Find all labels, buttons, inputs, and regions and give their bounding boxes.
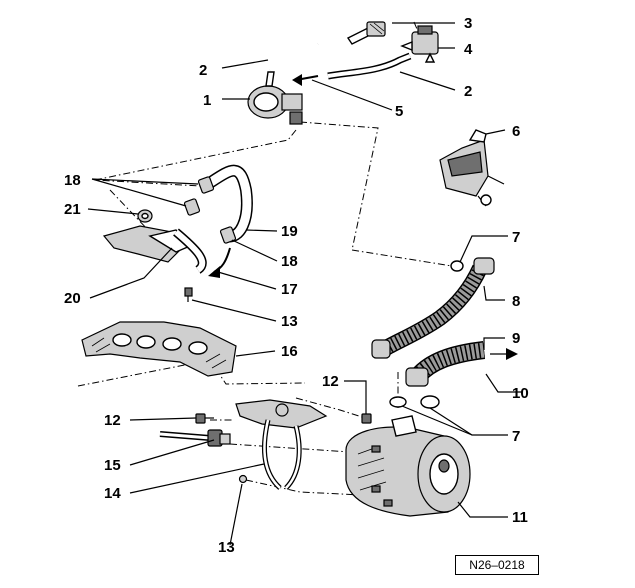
arrow-part-17 (208, 247, 231, 278)
reservoir-part-6 (439, 129, 505, 207)
callout-20: 20 (64, 290, 81, 307)
bolt-part-12-left (195, 413, 214, 424)
callout-1: 1 (203, 92, 211, 109)
callout-2-upper: 2 (199, 62, 207, 79)
callout-8: 8 (512, 293, 520, 310)
callout-13-lower: 13 (218, 539, 235, 556)
pressure-hose-part-8 (371, 257, 495, 359)
callout-19: 19 (281, 223, 298, 240)
callout-10: 10 (512, 385, 529, 402)
solenoid-valve-part-4 (400, 25, 439, 63)
callout-9: 9 (512, 330, 520, 347)
callout-18-upper: 18 (64, 172, 81, 189)
vacuum-valve-part-3 (346, 21, 386, 45)
callout-15: 15 (104, 457, 121, 474)
callout-7-lower: 7 (512, 428, 520, 445)
leader-lines (87, 22, 508, 546)
callout-13-upper: 13 (281, 313, 298, 330)
reference-code-label: N26–0218 (455, 555, 539, 575)
callout-16: 16 (281, 343, 298, 360)
reference-code-text: N26–0218 (469, 558, 525, 572)
callout-4: 4 (464, 41, 473, 58)
callout-5: 5 (395, 103, 403, 120)
bolt-part-12-right (361, 404, 372, 424)
callout-18-lower: 18 (281, 253, 298, 270)
union-nuts-part-18 (183, 176, 237, 244)
callout-14: 14 (104, 485, 121, 502)
callout-3: 3 (464, 15, 472, 32)
callout-2-lower: 2 (464, 83, 472, 100)
air-pump-part-11 (345, 415, 471, 517)
intake-hose-part-9 (405, 341, 486, 387)
callout-21: 21 (64, 201, 81, 218)
connector-part-15 (159, 429, 231, 447)
bolt-part-13-upper (184, 287, 193, 302)
callout-6: 6 (512, 123, 520, 140)
gasket-part-21 (137, 209, 153, 223)
callout-17: 17 (281, 281, 298, 298)
bracket-part-14 (235, 399, 328, 490)
callout-11: 11 (512, 509, 528, 526)
callout-7-upper: 7 (512, 229, 520, 246)
vacuum-hose-part-2 (268, 42, 412, 86)
callout-12-right: 12 (322, 373, 339, 390)
combination-valve-part-1 (247, 71, 303, 125)
exhaust-manifold-part-16 (81, 321, 237, 377)
bracket-part-20 (102, 225, 207, 274)
callout-numbers: 2 1 3 4 2 5 6 18 21 19 7 18 17 20 8 13 9… (64, 15, 529, 556)
flow-arrow-part-10 (485, 348, 522, 393)
nut-part-13-lower (238, 474, 248, 484)
air-pipe-part-19 (201, 164, 253, 243)
callout-12-left: 12 (104, 412, 121, 429)
